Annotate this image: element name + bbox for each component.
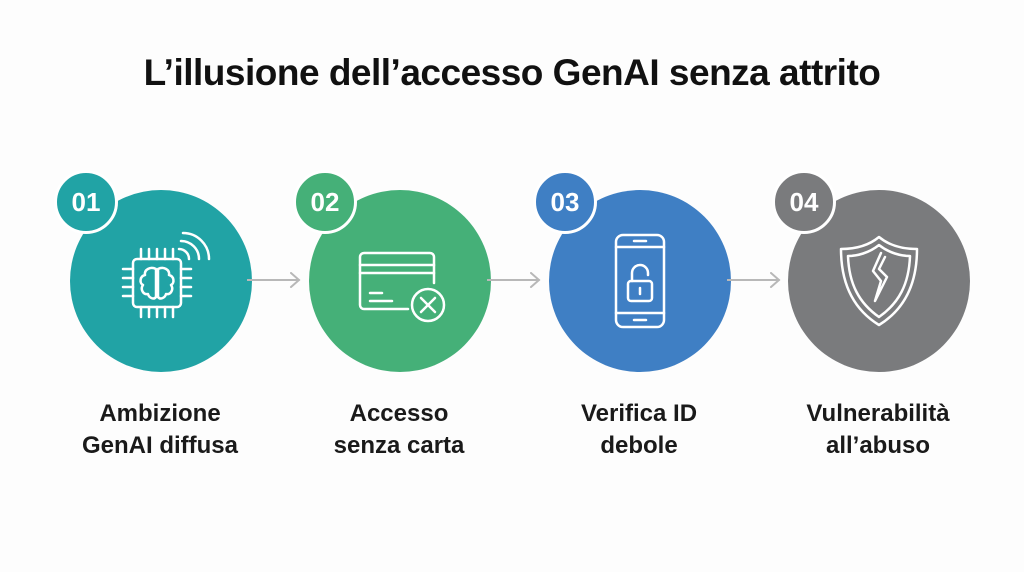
step-label-line1: Accesso (349, 400, 449, 427)
broken-shield-icon (839, 235, 919, 327)
step-number-badge: 04 (772, 170, 836, 234)
step-number-badge: 03 (533, 170, 597, 234)
step-label: Accesso senza carta (279, 398, 519, 462)
step-2: 02 Accesso senza carta (293, 170, 499, 468)
step-1: 01 Ambizione GenAI diffusa (54, 170, 260, 468)
step-number-badge: 02 (293, 170, 357, 234)
phone-unlock-icon (614, 233, 666, 329)
step-4: 04 Vulnerabilità all’abuso (772, 170, 978, 468)
step-label: Verifica ID debole (519, 398, 759, 462)
step-label-line2: debole (600, 432, 678, 459)
step-label: Ambizione GenAI diffusa (40, 398, 280, 462)
page-title: L’illusione dell’accesso GenAI senza att… (143, 52, 881, 93)
step-label-line1: Verifica ID (580, 400, 698, 427)
step-label-line1: Ambizione (99, 400, 221, 427)
step-label: Vulnerabilità all’abuso (758, 398, 998, 462)
step-label-line2: GenAI diffusa (81, 432, 238, 459)
brain-chip-icon (121, 231, 211, 319)
step-label-line2: senza carta (333, 432, 465, 459)
arrow-right-icon (727, 272, 781, 288)
step-label-line2: all’abuso (825, 432, 931, 459)
arrow-right-icon (487, 272, 541, 288)
step-number-badge: 01 (54, 170, 118, 234)
arrow-right-icon (247, 272, 301, 288)
step-3: 03 Verifica ID debole (533, 170, 739, 468)
card-cancel-icon (358, 251, 446, 323)
step-label-line1: Vulnerabilità (806, 400, 950, 427)
